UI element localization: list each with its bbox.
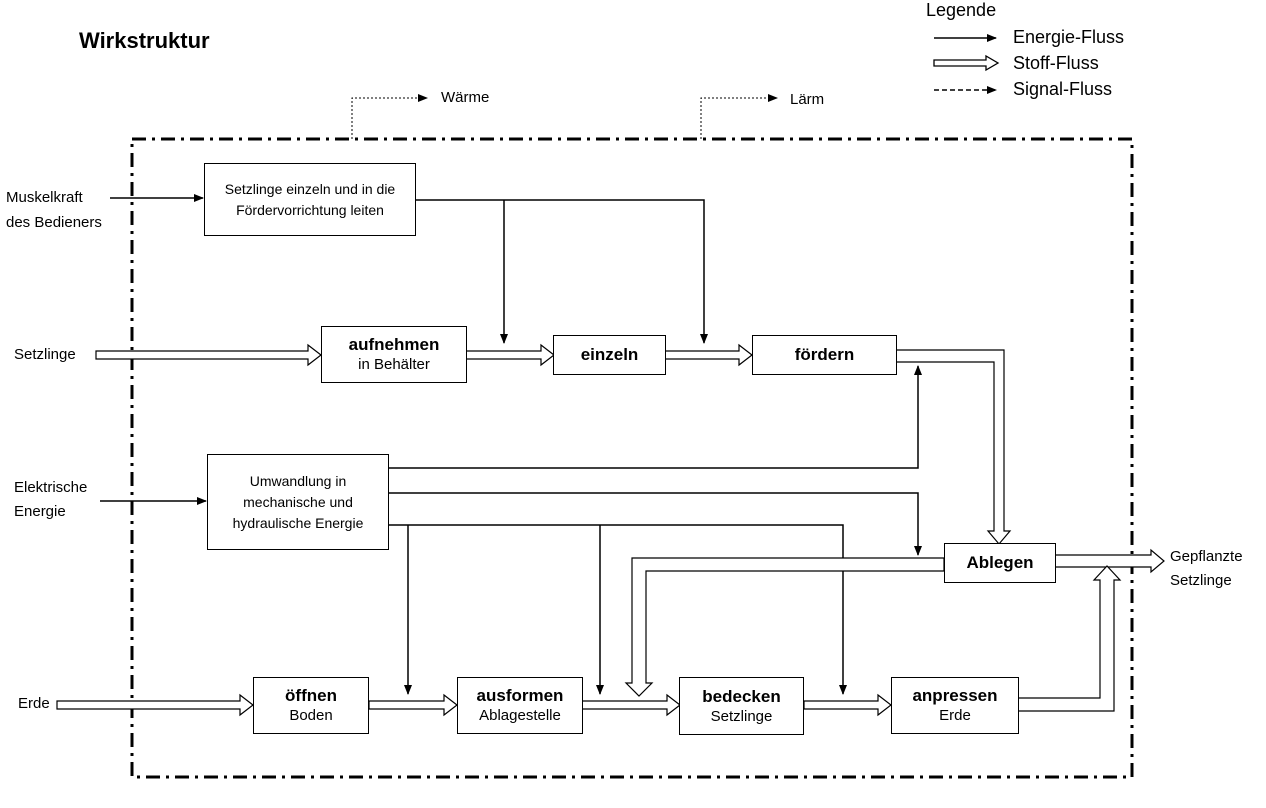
material-flows [56, 343, 1165, 717]
function-place-box: Ablegen [944, 543, 1056, 583]
input-seedlings: Setzlinge [14, 346, 76, 363]
input-electric-line2: Energie [14, 503, 66, 520]
input-electric-line1: Elektrische [14, 479, 88, 496]
function-cover-box: bedecken Setzlinge [679, 677, 804, 735]
input-muscle-line1: Muskelkraft [6, 189, 83, 206]
function-pickup-object: in Behälter [358, 356, 430, 373]
function-convert-line3: hydraulische Energie [232, 514, 364, 531]
function-separate-box: einzeln [553, 335, 666, 375]
function-convert-line1: Umwandlung in [249, 472, 347, 489]
function-shape-object: Ablagestelle [479, 707, 561, 724]
function-convert-box: Umwandlung in mechanische und hydraulisc… [207, 454, 389, 550]
function-separate-verb: einzeln [580, 345, 639, 364]
function-convert-line2: mechanische und [243, 493, 353, 510]
function-shape-box: ausformen Ablagestelle [457, 677, 583, 734]
legend-material-arrow [933, 54, 1000, 72]
function-cover-object: Setzlinge [710, 707, 773, 725]
function-guide-line1: Setzlinge einzeln und in die [224, 180, 396, 197]
output-line2: Setzlinge [1170, 572, 1232, 589]
function-press-object: Erde [939, 707, 971, 724]
input-soil: Erde [18, 695, 50, 712]
function-pickup-box: aufnehmen in Behälter [321, 326, 467, 383]
function-guide-line2: Fördervorrichtung leiten [236, 201, 384, 218]
function-guide-box: Setzlinge einzeln und in die Fördervorri… [204, 163, 416, 236]
function-press-box: anpressen Erde [891, 677, 1019, 734]
legend-title: Legende [926, 0, 997, 20]
legend-signal-label: Signal-Fluss [1013, 79, 1113, 99]
input-muscle-line2: des Bedieners [6, 214, 102, 231]
noise-flow [700, 94, 778, 139]
function-place-verb: Ablegen [966, 553, 1034, 572]
function-pickup-verb: aufnehmen [348, 335, 440, 354]
function-open-verb: öffnen [285, 686, 337, 705]
energy-flows [100, 194, 922, 695]
output-line1: Gepflanzte [1170, 548, 1243, 565]
noise-label: Lärm [790, 91, 825, 108]
function-cover-verb: bedecken [702, 686, 781, 706]
function-shape-verb: ausformen [476, 686, 564, 705]
legend-material-label: Stoff-Fluss [1013, 53, 1099, 73]
system-boundary [130, 137, 1134, 779]
heat-flow [351, 94, 428, 139]
function-open-object: Boden [289, 707, 333, 724]
function-press-verb: anpressen [912, 686, 998, 705]
legend-energy-label: Energie-Fluss [1013, 27, 1125, 47]
heat-label: Wärme [441, 89, 490, 106]
function-convey-verb: fördern [794, 345, 855, 364]
function-convey-box: fördern [752, 335, 897, 375]
function-open-box: öffnen Boden [253, 677, 369, 734]
diagram-title: Wirkstruktur [79, 28, 210, 53]
